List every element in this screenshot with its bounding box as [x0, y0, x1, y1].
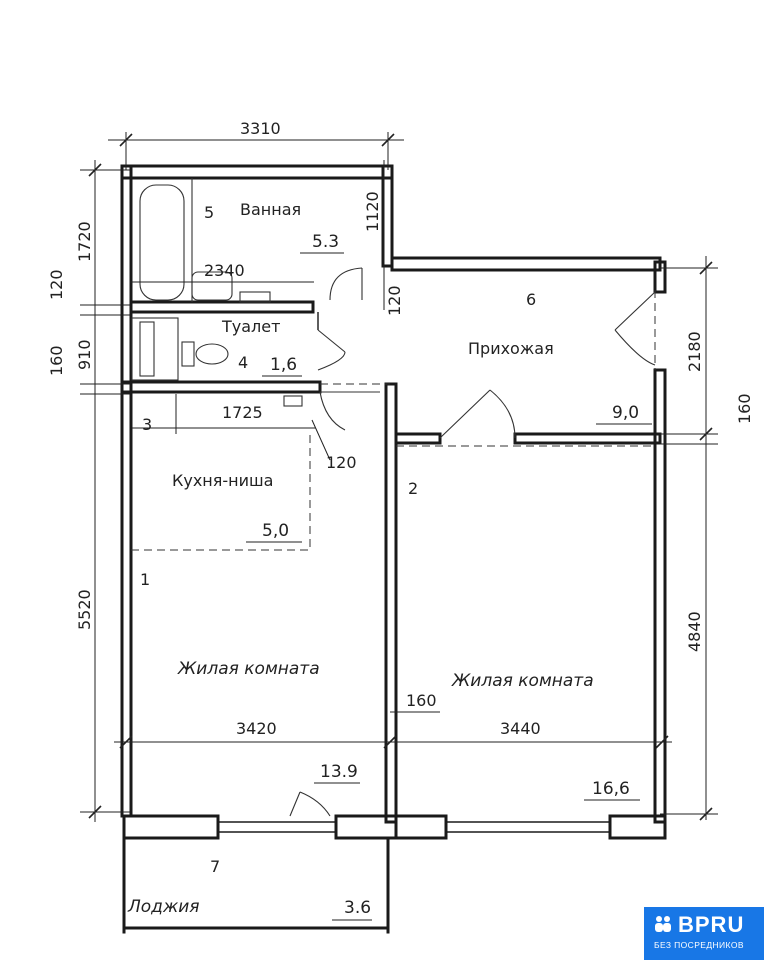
- door-loggia: [289, 791, 331, 817]
- bathtub: [139, 184, 185, 301]
- tick-8: [699, 261, 713, 275]
- wall-bottom-right-2: [608, 814, 667, 840]
- wall-right-outer: [653, 260, 667, 294]
- tick-2: [383, 735, 397, 749]
- dim-left-120-label: 120: [47, 269, 66, 300]
- wall-top: [120, 164, 394, 180]
- kitchen-zone: [131, 430, 311, 551]
- kitchen-name: Кухня-ниша: [172, 471, 273, 490]
- tick-5: [381, 133, 395, 147]
- room2-area: 16,6: [592, 779, 630, 799]
- kitchen-area: 5,0: [262, 521, 289, 541]
- door-toilet: [317, 329, 346, 371]
- people-icon: [652, 913, 674, 935]
- tick-6: [88, 163, 102, 177]
- wall-hall-bottom-left: [394, 432, 442, 445]
- dim-partition-label: 160: [406, 691, 437, 710]
- room-labels: 5 Ванная 5.3 Туалет 4 1,6 6 Прихожая 9,0…: [127, 200, 652, 921]
- kitchen-counter: [283, 395, 303, 407]
- room2-name: Жилая комната: [451, 671, 594, 691]
- dim-bath-inner-label: 2340: [204, 261, 245, 280]
- hall-area: 9,0: [612, 403, 639, 423]
- wall-left-outer: [120, 164, 133, 818]
- dimension-labels: 3310 1120 1720 120 910 160 2340 120 2180…: [47, 119, 754, 738]
- door-kitchen: [319, 391, 380, 431]
- toilet-cabinet-inner: [139, 321, 155, 377]
- washer: [239, 291, 271, 303]
- tick-1: [119, 735, 133, 749]
- toilet-number: 4: [238, 353, 248, 372]
- tick-4: [119, 133, 133, 147]
- fixtures: [131, 178, 303, 407]
- wall-right-outer-2: [653, 368, 667, 824]
- dim-kitchen-wall: [311, 419, 331, 461]
- dim-left-bath-label: 1720: [75, 221, 94, 262]
- wall-bath-bottom: [129, 300, 315, 314]
- wall-bottom-window: [122, 814, 220, 840]
- loggia-area: 3.6: [344, 898, 371, 918]
- tick-3: [655, 735, 669, 749]
- door-bath: [329, 267, 363, 301]
- wall-toilet-bottom: [120, 380, 322, 394]
- door-room2: [439, 389, 516, 439]
- bath-name: Ванная: [240, 200, 301, 219]
- walls: [120, 164, 667, 934]
- dim-left-910-label: 910: [75, 339, 94, 370]
- dim-bath-right-label: 1120: [363, 191, 382, 232]
- toilet-bowl: [195, 343, 229, 365]
- toilet-tank: [181, 341, 195, 367]
- hall-name: Прихожая: [468, 339, 554, 358]
- dim-kitchen-wall-label: 120: [326, 453, 357, 472]
- room2-number: 2: [408, 479, 418, 498]
- badge-subtitle: БЕЗ ПОСРЕДНИКОВ: [654, 940, 744, 950]
- dashed-zones: [131, 290, 656, 551]
- room1-number: 1: [140, 570, 150, 589]
- bath-number: 5: [204, 203, 214, 222]
- wall-central: [384, 382, 398, 824]
- tick-10: [699, 427, 713, 441]
- tick-9: [699, 807, 713, 821]
- dim-top-label: 3310: [240, 119, 281, 138]
- room1-name: Жилая комната: [177, 659, 320, 679]
- dimension-lines: [80, 132, 718, 822]
- bath-area: 5.3: [312, 232, 339, 252]
- wall-bottom-right: [394, 814, 448, 840]
- dim-left-160-label: 160: [47, 345, 66, 376]
- wall-hall-bottom-right: [513, 432, 662, 445]
- dim-room2-label: 3440: [500, 719, 541, 738]
- dim-hall-height-label: 2180: [685, 331, 704, 372]
- tick-7: [88, 805, 102, 819]
- badge-title: BPRU: [678, 912, 745, 937]
- dim-left-room-label: 5520: [75, 589, 94, 630]
- kitchen-number: 3: [142, 415, 152, 434]
- toilet-name: Туалет: [221, 317, 280, 336]
- wall-hall-top: [390, 256, 662, 272]
- dim-right-160-label: 160: [735, 393, 754, 424]
- dim-room1-label: 3420: [236, 719, 277, 738]
- loggia-number: 7: [210, 857, 220, 876]
- toilet-cabinet: [131, 317, 179, 381]
- dim-right-room-label: 4840: [685, 611, 704, 652]
- sink: [191, 271, 233, 301]
- doors: [289, 267, 656, 817]
- door-hall-right: [614, 291, 656, 366]
- toilet-area: 1,6: [270, 355, 297, 375]
- dim-hall-wall-label: 120: [385, 285, 404, 316]
- dim-kitchen-label: 1725: [222, 403, 263, 422]
- loggia-name: Лоджия: [127, 897, 200, 917]
- room1-area: 13.9: [320, 762, 358, 782]
- hall-number: 6: [526, 290, 536, 309]
- bpru-badge[interactable]: BPRU БЕЗ ПОСРЕДНИКОВ: [644, 907, 764, 960]
